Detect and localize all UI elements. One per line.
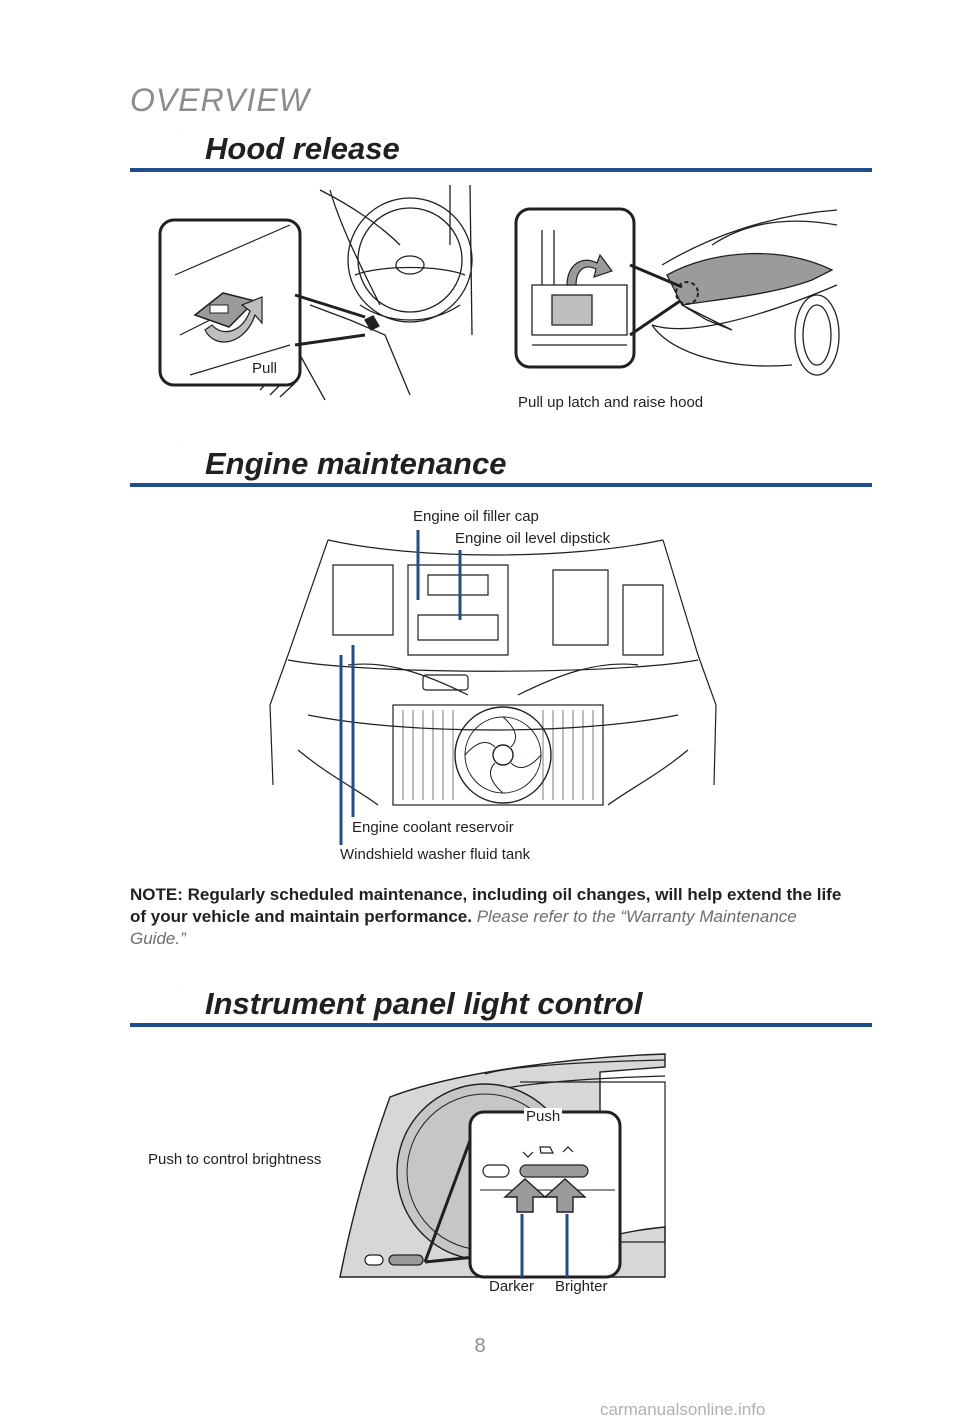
hood-release-lever-illustration (158, 184, 473, 401)
instrument-panel-illustration (339, 1053, 666, 1279)
section-rule (130, 483, 872, 487)
label-washer-fluid-tank: Windshield washer fluid tank (340, 846, 531, 863)
label-oil-filler-cap: Engine oil filler cap (413, 508, 539, 525)
label-push: Push (524, 1108, 563, 1125)
label-oil-dipstick: Engine oil level dipstick (455, 530, 611, 547)
section-title-instrument-panel: Instrument panel light control (130, 985, 657, 1023)
section-rule (130, 168, 872, 172)
section-header-hood-release: Hood release (130, 130, 872, 172)
section-title-engine-maintenance: Engine maintenance (130, 445, 521, 483)
section-title-hood-release: Hood release (130, 130, 414, 168)
section-header-engine-maintenance: Engine maintenance (130, 445, 872, 487)
note-bold-text: NOTE: Regularly scheduled maintenance, i… (130, 885, 842, 926)
label-brighter: Brighter (555, 1278, 608, 1295)
label-coolant-reservoir: Engine coolant reservoir (352, 819, 514, 836)
overview-heading: OVERVIEW (130, 82, 310, 118)
watermark: carmanualsonline.info (600, 1400, 766, 1419)
note-italic-text: Please refer to the “Warranty Maintenanc… (130, 907, 797, 948)
label-darker: Darker (489, 1278, 535, 1295)
maintenance-note: NOTE: Regularly scheduled maintenance, i… (130, 884, 850, 950)
hood-latch-illustration (514, 207, 840, 376)
section-header-instrument-panel: Instrument panel light control (130, 985, 872, 1027)
engine-bay-illustration (269, 530, 717, 845)
page-number: 8 (474, 1335, 486, 1357)
label-pull-up-latch: Pull up latch and raise hood (518, 394, 704, 411)
label-push-to-control: Push to control brightness (148, 1151, 322, 1168)
label-pull: Pull (252, 360, 278, 377)
section-rule (130, 1023, 872, 1027)
